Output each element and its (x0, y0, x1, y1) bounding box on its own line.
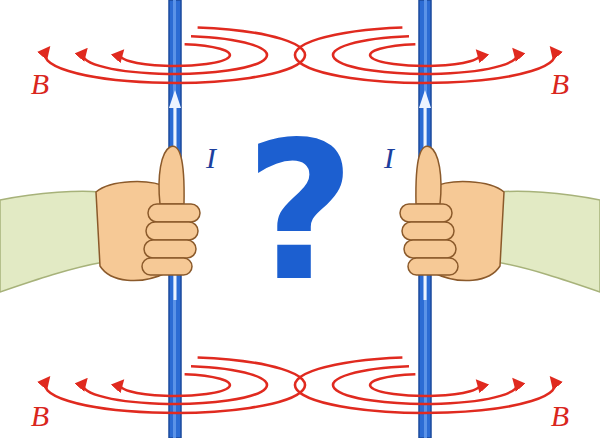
finger (402, 222, 454, 240)
current-label: I (206, 141, 216, 175)
field-line (333, 366, 517, 404)
field-label: B (551, 399, 569, 433)
finger (142, 258, 192, 275)
field-line (83, 36, 267, 74)
finger (400, 204, 452, 222)
current-label: I (384, 141, 394, 175)
field-label-holder: B (31, 67, 49, 101)
finger (146, 222, 198, 240)
question-mark: ? (245, 102, 355, 323)
field-label-holder: B (551, 399, 569, 433)
field-line (45, 357, 305, 413)
sleeve (0, 191, 104, 292)
thumb (159, 146, 184, 204)
field-line (295, 357, 555, 413)
current-arrowhead (169, 90, 181, 108)
field-label: B (31, 67, 49, 101)
current-label-holder: I (384, 141, 394, 175)
field-line (370, 44, 480, 66)
field-line (370, 374, 480, 396)
question-mark-holder: ? (245, 102, 355, 323)
field-line (333, 36, 517, 74)
finger (408, 258, 458, 275)
thumb (416, 146, 441, 204)
current-label-holder: I (206, 141, 216, 175)
finger (144, 240, 196, 258)
field-label-holder: B (551, 67, 569, 101)
finger (404, 240, 456, 258)
finger (148, 204, 200, 222)
field-label: B (31, 399, 49, 433)
field-line (45, 27, 305, 83)
current-arrowhead (419, 90, 431, 108)
field-line (120, 374, 230, 396)
field-label-holder: B (31, 399, 49, 433)
field-line (295, 27, 555, 83)
field-line (120, 44, 230, 66)
field-line (83, 366, 267, 404)
sleeve (496, 191, 600, 292)
field-label: B (551, 67, 569, 101)
